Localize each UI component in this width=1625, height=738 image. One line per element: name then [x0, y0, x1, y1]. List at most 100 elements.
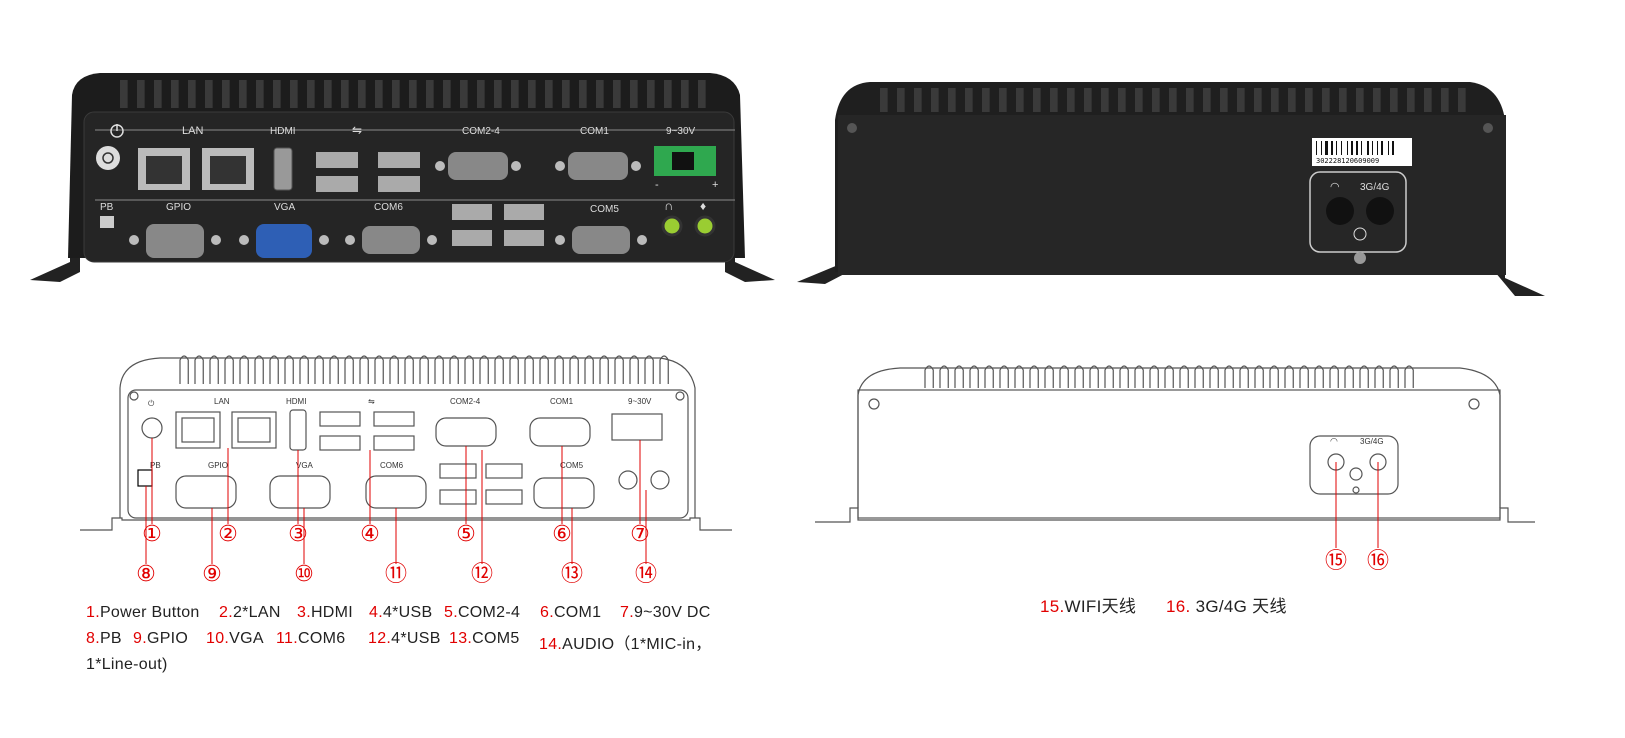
pb-switch[interactable]: [137, 469, 153, 487]
heatsink-fin: [584, 355, 594, 384]
heatsink-fin: [460, 80, 468, 108]
mic-icon: ♦: [700, 199, 706, 213]
dc-terminal[interactable]: [654, 146, 716, 176]
heatsink-fin: [644, 355, 654, 384]
heatsink-fin: [1016, 88, 1024, 112]
heatsink-fin: [931, 88, 939, 112]
com24-port[interactable]: [435, 417, 497, 447]
heatsink-fin: [1390, 88, 1398, 112]
com5-port[interactable]: [555, 226, 647, 254]
hdmi-port[interactable]: [289, 409, 307, 451]
gpio-port[interactable]: [175, 475, 237, 509]
usb-port[interactable]: [319, 411, 361, 427]
wifi-antenna-port[interactable]: [1326, 197, 1354, 225]
heatsink-fin: [120, 80, 128, 108]
power-button[interactable]: [141, 417, 163, 439]
vga-port[interactable]: [269, 475, 331, 509]
lan-port[interactable]: [138, 148, 190, 190]
com24-label: COM2-4: [450, 397, 481, 406]
heatsink-fin: [1029, 365, 1039, 388]
power-button[interactable]: [96, 146, 120, 170]
heatsink-fin: [554, 355, 564, 384]
legend-item: 1*Line-out): [86, 656, 168, 673]
heatsink-fin: [1119, 365, 1129, 388]
heatsink-fin: [1209, 365, 1219, 388]
lan-port[interactable]: [231, 411, 277, 449]
gpio-port[interactable]: [129, 224, 221, 258]
barcode-bar: [1351, 141, 1353, 155]
antenna-3g4g-label: 3G/4G: [1360, 182, 1390, 193]
heatsink-fin: [1254, 365, 1264, 388]
heatsink-fin: [647, 80, 655, 108]
com6-port[interactable]: [365, 475, 427, 509]
heatsink-fin: [329, 355, 339, 384]
ground-screw[interactable]: [1354, 252, 1366, 264]
callout-leaders: [145, 438, 647, 564]
com1-port[interactable]: [529, 417, 591, 447]
heatsink-fin: [1404, 365, 1414, 388]
heatsink-fin: [1389, 365, 1399, 388]
ground-icon: [1353, 227, 1367, 241]
heatsink-fin: [1254, 88, 1262, 112]
heatsink-fin: [154, 80, 162, 108]
com1-port[interactable]: [555, 152, 641, 180]
audio-line-out[interactable]: [618, 470, 638, 490]
heatsink-fin: [1299, 365, 1309, 388]
heatsink-fin: [1152, 88, 1160, 112]
heatsink-fin: [1269, 365, 1279, 388]
3g4g-antenna-port[interactable]: [1366, 197, 1394, 225]
heatsink-fin: [969, 365, 979, 388]
pb-switch[interactable]: [100, 216, 114, 228]
com5-port[interactable]: [533, 477, 595, 509]
front-legend: 1.Power Button 2.2*LAN 3.HDMI 4.4*USB 5.…: [86, 604, 786, 684]
heatsink-fin: [999, 365, 1009, 388]
audio-line-out[interactable]: [661, 215, 683, 237]
ground-screw[interactable]: [1352, 486, 1360, 494]
com24-port[interactable]: [435, 152, 521, 180]
vga-label: VGA: [274, 202, 295, 213]
heatsink-fin: [509, 355, 519, 384]
usb-port[interactable]: [316, 152, 420, 192]
hdmi-label: HDMI: [270, 126, 296, 137]
heatsink-fin: [494, 355, 504, 384]
usb-port[interactable]: [452, 204, 544, 246]
heatsink-fin: [392, 80, 400, 108]
heatsink-fin: [284, 355, 294, 384]
com6-port[interactable]: [345, 226, 437, 254]
usb-icon: ⇋: [368, 397, 375, 406]
heatsink-fin: [1374, 365, 1384, 388]
heatsink-fin: [659, 355, 669, 384]
rear-photo: 302228120609009 ◠ 3G/4G: [797, 82, 1545, 296]
lan-port[interactable]: [175, 411, 221, 449]
front-drawing: [80, 355, 732, 531]
dc-terminal[interactable]: [611, 413, 663, 441]
legend-item: 12.4*USB: [368, 630, 441, 647]
com5-label: COM5: [560, 461, 584, 470]
audio-mic-in[interactable]: [650, 470, 670, 490]
heatsink-fin: [426, 80, 434, 108]
lan-label: LAN: [214, 397, 230, 406]
rear-callouts: ⑮ ⑯: [1325, 548, 1389, 573]
heatsink-fin: [1344, 365, 1354, 388]
heatsink-fin: [939, 365, 949, 388]
heatsink-fins: [880, 88, 1466, 112]
heatsink-fin: [1458, 88, 1466, 112]
callout-13: ⑬: [561, 561, 583, 586]
hdmi-port[interactable]: [273, 147, 293, 191]
front-drawing-labels: ⏻ LAN HDMI ⇋ COM2-4 COM1 9~30V PB GPIO V…: [148, 397, 652, 470]
com1-label: COM1: [580, 126, 609, 137]
usb-port[interactable]: [439, 463, 477, 479]
heatsink-fins: [179, 355, 669, 384]
heatsink-fin: [1074, 365, 1084, 388]
heatsink-fin: [1118, 88, 1126, 112]
heatsink-fin: [224, 355, 234, 384]
heatsink-fin: [579, 80, 587, 108]
audio-mic-in[interactable]: [694, 215, 716, 237]
heatsink-fin: [307, 80, 315, 108]
vga-port[interactable]: [239, 224, 329, 258]
heatsink-fin: [528, 80, 536, 108]
heatsink-fin: [954, 365, 964, 388]
lan-port[interactable]: [202, 148, 254, 190]
legend-item: 10.VGA: [206, 630, 264, 647]
